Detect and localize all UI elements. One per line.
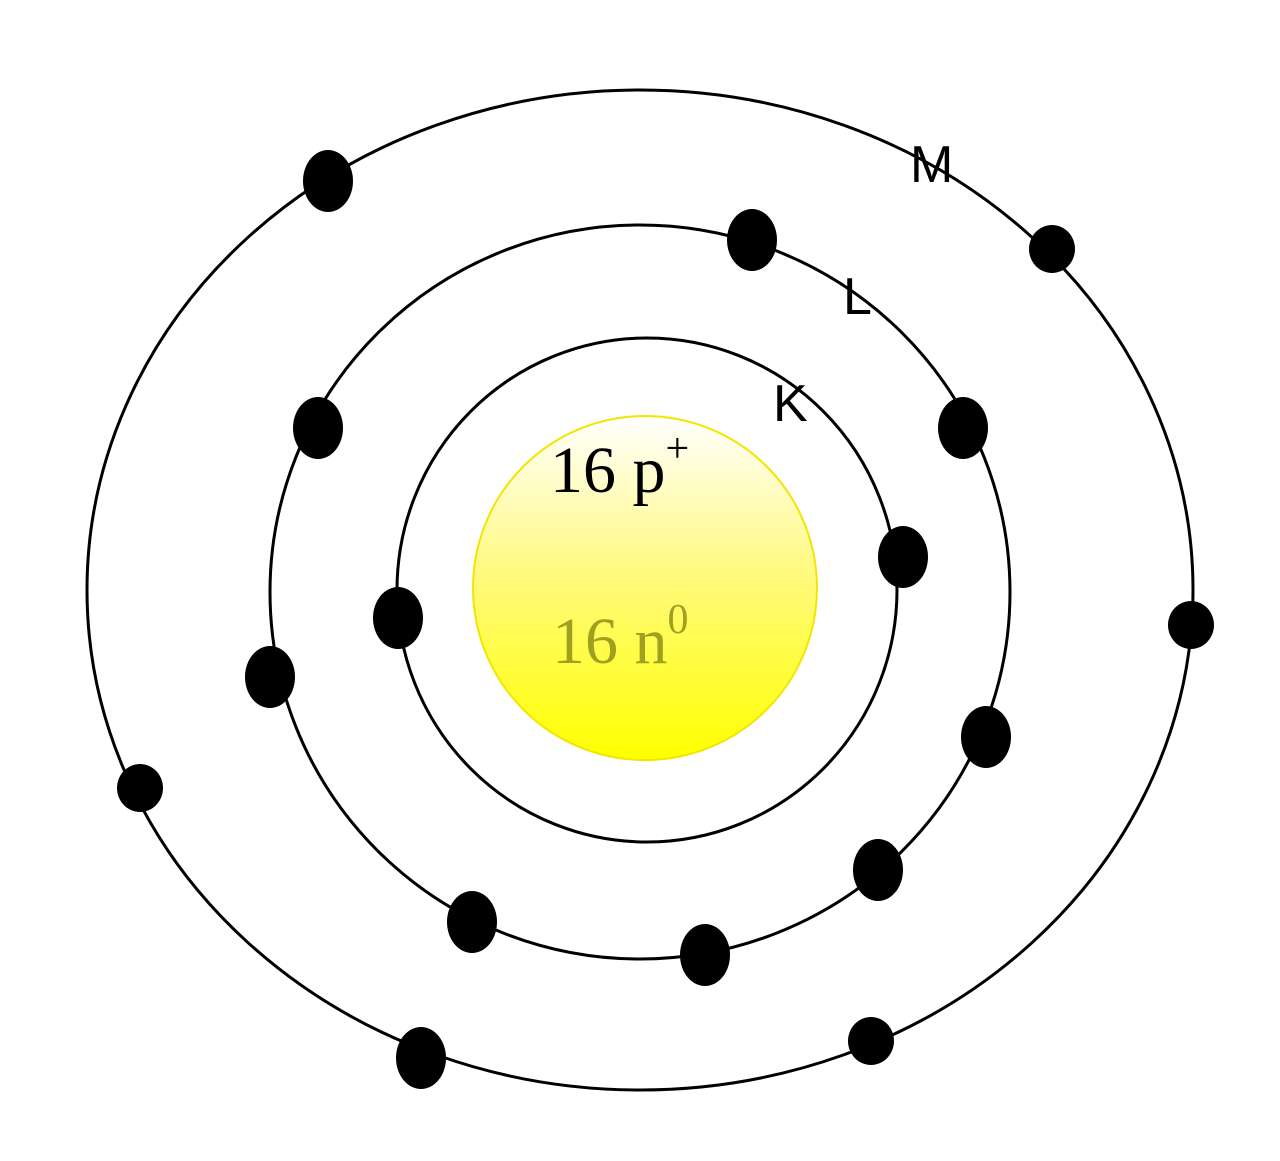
- electron-m-6: [117, 764, 163, 812]
- electron-l-5: [680, 924, 730, 986]
- electron-l-2: [938, 397, 988, 459]
- electron-m-4: [848, 1017, 894, 1065]
- nucleus: [472, 415, 818, 761]
- electron-l-1: [727, 209, 777, 271]
- orbit-m: [85, 88, 1195, 1092]
- shell-label-l: L: [843, 268, 872, 326]
- shell-label-m: M: [910, 136, 953, 194]
- proton-count: 16 p+: [550, 426, 689, 507]
- shell-label-k: K: [773, 375, 808, 433]
- orbit-l: [268, 223, 1012, 961]
- electron-m-3: [1168, 601, 1214, 649]
- electron-m-5: [396, 1027, 446, 1089]
- electron-l-4: [853, 839, 903, 901]
- electron-k-2: [878, 526, 928, 588]
- electron-l-8: [293, 397, 343, 459]
- electron-l-7: [245, 646, 295, 708]
- electron-l-3: [961, 706, 1011, 768]
- neutron-count: 16 n0: [552, 597, 689, 678]
- electron-m-1: [303, 150, 353, 212]
- electron-m-2: [1029, 225, 1075, 273]
- electron-k-1: [373, 587, 423, 649]
- electron-l-6: [447, 891, 497, 953]
